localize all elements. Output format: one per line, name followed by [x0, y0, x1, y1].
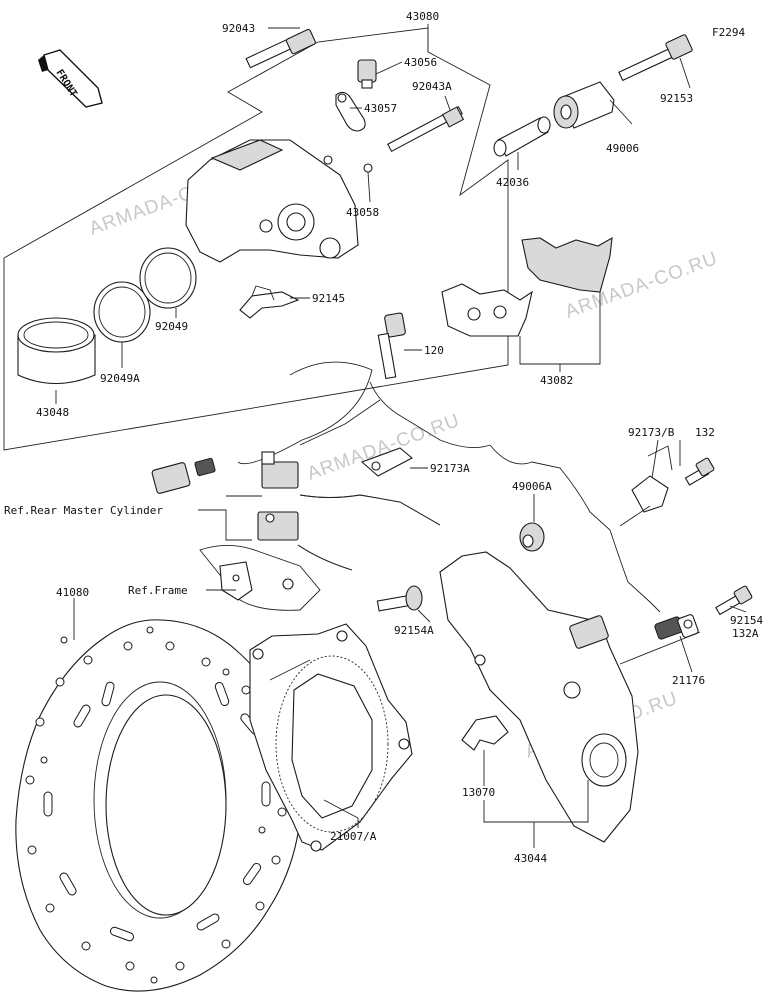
sleeve-42036	[493, 116, 551, 157]
caliper-assembly-outline	[3, 27, 509, 451]
seal-92049	[139, 247, 197, 309]
cap-43057	[335, 91, 366, 132]
pad-spring-92145	[239, 285, 300, 319]
hose-joint-upper	[261, 451, 299, 489]
abs-rotor-21007A	[249, 623, 413, 852]
brake-disc-41080	[15, 619, 302, 992]
ref-frame: Ref.Frame	[128, 584, 188, 597]
label-49006A: 49006A	[512, 480, 552, 493]
label-92153: 92153	[660, 92, 693, 105]
bolt-120	[377, 312, 406, 380]
diagram-code: F2294	[712, 26, 745, 39]
piston-43048	[17, 317, 96, 385]
bolt-92154-132A	[715, 585, 753, 616]
label-49006: 49006	[606, 142, 639, 155]
collar-49006A	[519, 522, 545, 552]
label-21176: 21176	[672, 674, 705, 687]
label-92049A: 92049A	[100, 372, 140, 385]
label-92145: 92145	[312, 292, 345, 305]
leader-lines	[55, 24, 747, 848]
seal-92049A	[93, 281, 151, 343]
label-43058: 43058	[346, 206, 379, 219]
bolt-132	[684, 457, 715, 486]
label-13070: 13070	[462, 786, 495, 799]
label-43080: 43080	[406, 10, 439, 23]
brake-pad-43082-outer	[441, 283, 533, 337]
brake-pad-43082-inner	[521, 236, 613, 293]
bolt-92153	[618, 34, 693, 82]
ref-rear-master-cylinder: Ref.Rear Master Cylinder	[4, 504, 163, 517]
caliper-bracket-43044	[439, 551, 639, 843]
pad-clip-13070	[461, 715, 509, 751]
label-120: 120	[424, 344, 444, 357]
label-43056: 43056	[404, 56, 437, 69]
label-42036: 42036	[496, 176, 529, 189]
pin-92043A	[387, 105, 465, 153]
front-arrow-icon: FRONT	[38, 49, 103, 108]
abs-sensor-21176	[654, 614, 699, 640]
label-92043: 92043	[222, 22, 255, 35]
label-92173B: 92173/B	[628, 426, 675, 439]
bleeder-pin-92043	[245, 28, 316, 69]
label-92049: 92049	[155, 320, 188, 333]
label-41080: 41080	[56, 586, 89, 599]
hose-clamp-92173A	[360, 447, 413, 477]
hose-joint-lower	[257, 511, 299, 541]
label-92154A: 92154A	[394, 624, 434, 637]
label-92043A: 92043A	[412, 80, 452, 93]
part-labels: 92043 43080 43056 92043A 43057 43058 921…	[36, 10, 763, 865]
bleeder-valve-43056	[357, 59, 377, 89]
connector	[151, 457, 216, 494]
label-43048: 43048	[36, 406, 69, 419]
label-43082: 43082	[540, 374, 573, 387]
frame-reference-sketch	[199, 545, 321, 611]
label-132A: 132A	[732, 627, 759, 640]
label-92154: 92154	[730, 614, 763, 627]
label-43057: 43057	[364, 102, 397, 115]
bracket-clip-92173B	[631, 445, 673, 513]
label-21007A: 21007/A	[330, 830, 377, 843]
bolt-92154A	[376, 585, 423, 612]
label-132: 132	[695, 426, 715, 439]
o-ring-43058	[363, 163, 373, 173]
caliper-body	[185, 139, 359, 263]
label-92173A: 92173A	[430, 462, 470, 475]
brake-hose	[297, 381, 491, 571]
sleeve-49006	[553, 81, 615, 129]
label-43044: 43044	[514, 852, 547, 865]
